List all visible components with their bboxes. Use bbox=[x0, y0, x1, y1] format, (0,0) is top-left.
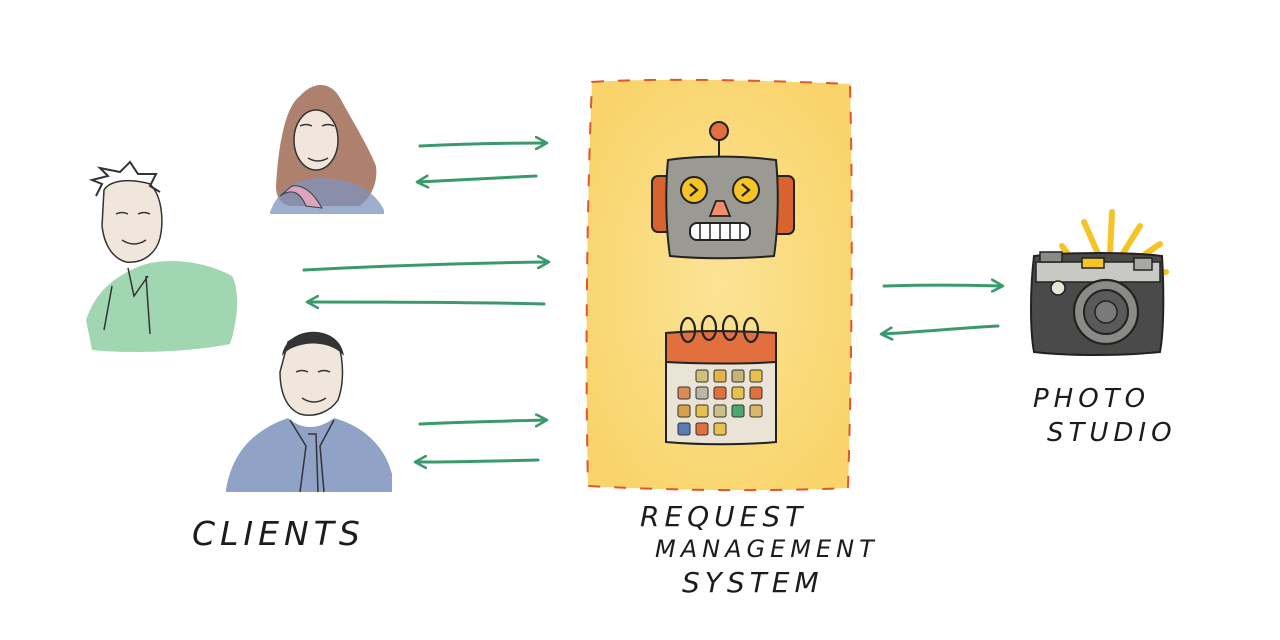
arrow-to-system bbox=[302, 262, 548, 272]
calendar-icon bbox=[665, 314, 777, 446]
arrow-to-system bbox=[418, 420, 546, 424]
arrow-to-client bbox=[418, 176, 538, 182]
arrow-to-studio bbox=[882, 285, 1002, 286]
arrow-to-client bbox=[308, 302, 546, 304]
system-label-line1: REQUEST bbox=[640, 500, 808, 533]
system-label-line2: MANAGEMENT bbox=[655, 535, 879, 563]
client-man-green-portrait bbox=[86, 160, 238, 352]
clients-label: CLIENTS bbox=[192, 514, 365, 553]
arrows-studio bbox=[882, 285, 1002, 334]
client-woman-portrait bbox=[270, 85, 384, 214]
camera-icon bbox=[1030, 209, 1169, 356]
client-man-suit-portrait bbox=[226, 331, 392, 493]
system-label-line3: SYSTEM bbox=[682, 566, 824, 599]
robot-icon bbox=[651, 121, 795, 260]
arrow-to-system bbox=[882, 324, 1000, 334]
studio-label-line1: PHOTO bbox=[1033, 384, 1151, 414]
studio-label-line2: STUDIO bbox=[1047, 418, 1177, 448]
arrows-client-2 bbox=[302, 262, 548, 304]
arrow-to-client bbox=[416, 460, 540, 462]
arrows-client-3 bbox=[416, 420, 546, 462]
arrow-to-system bbox=[418, 143, 546, 146]
arrows-client-1 bbox=[418, 143, 546, 182]
